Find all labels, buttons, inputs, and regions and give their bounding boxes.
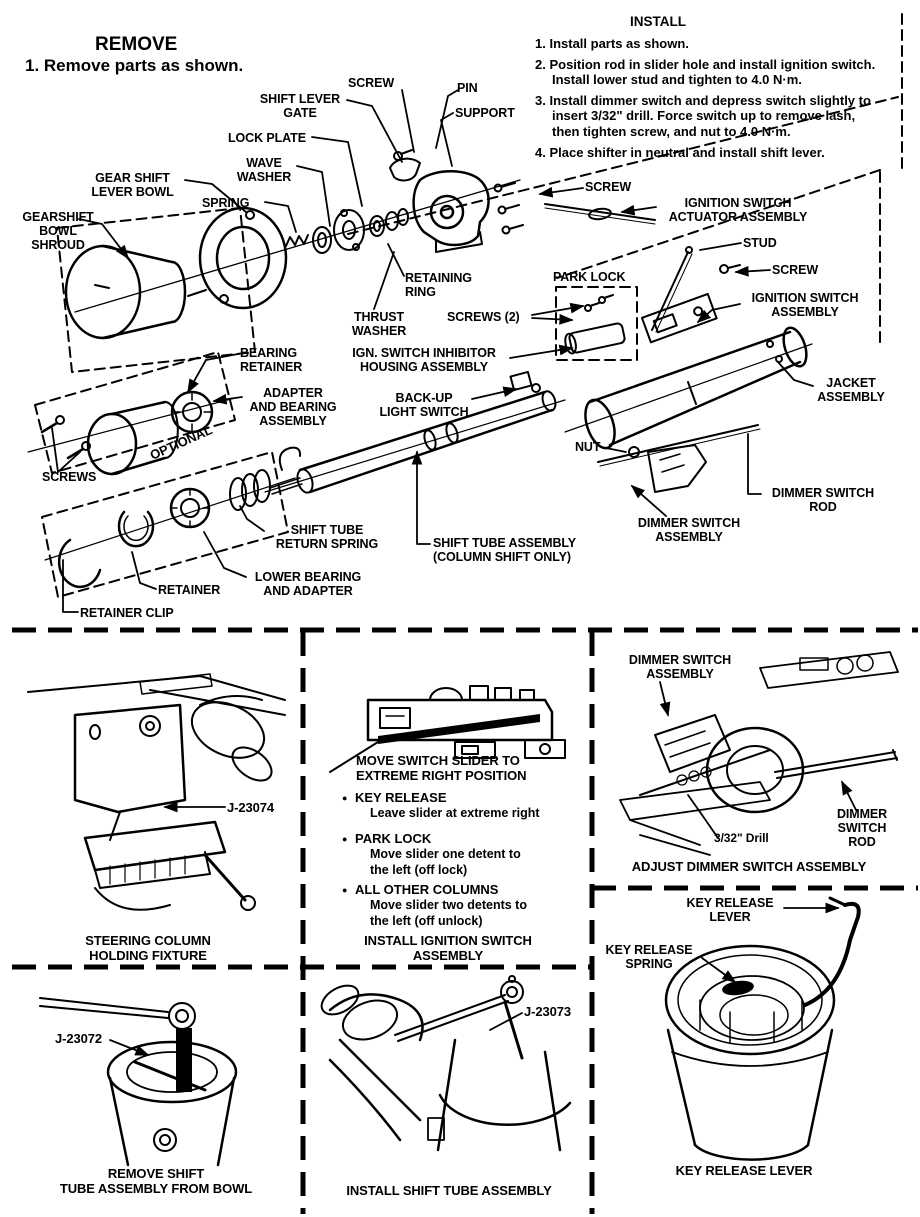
bowl-drawing (187, 206, 288, 310)
caption-install-ignition: INSTALL IGNITION SWITCH ASSEMBLY (364, 933, 532, 963)
label-lower-bearing-and-adapter: LOWER BEARING AND ADAPTER (254, 570, 362, 598)
label-bearing-retainer: BEARING RETAINER (240, 346, 303, 374)
remove-shift-tube-art (39, 997, 238, 1167)
support-drawing (412, 170, 490, 253)
shroud-drawing (64, 244, 187, 340)
label-nut: NUT (575, 440, 601, 454)
label-gear-shift-lever-bowl: GEAR SHIFT LEVER BOWL (91, 171, 174, 199)
label-shift-lever-gate: SHIFT LEVER GATE (259, 92, 341, 120)
label-ign-switch-inhibitor: IGN. SWITCH INHIBITOR HOUSING ASSEMBLY (352, 346, 496, 374)
label-thrust-washer: THRUST WASHER (351, 310, 407, 338)
thrust-washer-drawing (369, 208, 409, 237)
label-jacket-assembly: JACKET ASSEMBLY (817, 376, 885, 404)
label-support: SUPPORT (455, 106, 515, 120)
caption-install-shift-tube: INSTALL SHIFT TUBE ASSEMBLY (346, 1183, 552, 1198)
key-release-art (664, 896, 861, 1161)
label-ignition-switch-actuator: IGNITION SWITCH ACTUATOR ASSEMBLY (668, 196, 808, 224)
actuator-rod-drawing (544, 203, 656, 225)
label-gearshift-bowl-shroud: GEARSHIFT BOWL SHROUD (22, 210, 94, 252)
caption-key-release-lever: KEY RELEASE LEVER (675, 1163, 813, 1178)
park-lock-box (555, 286, 638, 361)
label-shift-tube-assembly: SHIFT TUBE ASSEMBLY (COLUMN SHIFT ONLY) (433, 536, 577, 564)
dimmer-rod-drawing (597, 424, 761, 467)
bullet-key-release-detail: Leave slider at extreme right (370, 806, 540, 820)
label-pin: PIN (457, 81, 478, 95)
label-panel-dimmer-assembly: DIMMER SWITCH ASSEMBLY (628, 653, 732, 681)
bullet-park-lock-detail: Move slider one detent to the left (off … (370, 847, 521, 877)
label-stud: STUD (743, 236, 777, 250)
label-ignition-switch-assembly: IGNITION SWITCH ASSEMBLY (751, 291, 859, 319)
lock-plate-drawing (333, 209, 365, 251)
adjust-dimmer-art (619, 651, 899, 856)
install-title: INSTALL (630, 14, 686, 29)
park-lock-drawing (564, 294, 626, 355)
nut-drawing (628, 446, 640, 458)
bullet-icon: ● (342, 834, 348, 844)
bullet-all-other-columns: ●ALL OTHER COLUMNS (342, 882, 499, 897)
label-shift-tube-return-spring: SHIFT TUBE RETURN SPRING (275, 523, 379, 551)
wave-washer-drawing (312, 226, 332, 254)
shift-tube-drawing (269, 390, 557, 495)
support-screws-drawing (493, 182, 524, 235)
label-screw-ignition: SCREW (772, 263, 819, 277)
label-screws-2: SCREWS (2) (447, 310, 520, 324)
remove-step: 1. Remove parts as shown. (25, 56, 244, 75)
label-wave-washer: WAVE WASHER (236, 156, 292, 184)
label-key-release-lever: KEY RELEASE LEVER (686, 896, 774, 924)
caption-adjust-dimmer: ADJUST DIMMER SWITCH ASSEMBLY (631, 859, 867, 874)
jacket-assembly-drawing (584, 326, 808, 450)
install-step-1: 1. Install parts as shown. (535, 36, 689, 51)
ignition-screw-drawing (719, 264, 741, 274)
lower-bearing-drawing (169, 487, 211, 529)
label-dimmer-switch-assembly: DIMMER SWITCH ASSEMBLY (637, 516, 741, 544)
label-retainer: RETAINER (158, 583, 221, 597)
label-lock-plate: LOCK PLATE (228, 131, 306, 145)
exploded-column-diagram (27, 13, 903, 613)
bullet-icon: ● (342, 885, 348, 895)
holding-fixture-art (27, 673, 286, 911)
return-spring-drawing (229, 469, 271, 511)
label-panel-dimmer-rod: DIMMER SWITCH ROD (836, 807, 888, 849)
remove-title: REMOVE (95, 34, 178, 55)
install-step-2: 2. Position rod in slider hole and insta… (535, 56, 876, 88)
label-dimmer-switch-rod: DIMMER SWITCH ROD (771, 486, 875, 514)
label-screw-actuator: SCREW (585, 180, 632, 194)
bullet-key-release: ●KEY RELEASE (342, 790, 447, 805)
caption-remove-shift-tube: REMOVE SHIFT TUBE ASSEMBLY FROM BOWL (59, 1166, 253, 1196)
label-screw-top: SCREW (348, 76, 395, 90)
optional-adapter-drawing (40, 390, 214, 476)
label-j23074: J-23074 (227, 800, 275, 815)
label-slider-note: MOVE SWITCH SLIDER TO EXTREME RIGHT POSI… (356, 753, 527, 783)
label-spring: SPRING (202, 196, 250, 210)
caption-holding-fixture: STEERING COLUMN HOLDING FIXTURE (85, 933, 211, 963)
retainer-drawing (117, 510, 155, 548)
label-back-up-light-switch: BACK-UP LIGHT SWITCH (379, 391, 469, 419)
backup-switch-drawing (509, 370, 541, 393)
install-step-4: 4. Place shifter in neutral and install … (535, 144, 825, 160)
install-steps: 1. Install parts as shown. 2. Position r… (535, 36, 915, 165)
label-park-lock: PARK LOCK (553, 270, 626, 284)
install-shift-tube-art (320, 975, 572, 1152)
label-key-release-spring: KEY RELEASE SPRING (605, 943, 693, 971)
shift-lever-gate-drawing (389, 149, 421, 182)
leader-lines (51, 89, 814, 613)
bullet-park-lock: ●PARK LOCK (342, 831, 432, 846)
label-j23073: J-23073 (524, 1004, 572, 1019)
label-retainer-clip: RETAINER CLIP (80, 606, 174, 620)
label-drill: 3/32" Drill (714, 831, 769, 845)
ignition-switch-art (329, 685, 566, 773)
label-j23072: J-23072 (55, 1031, 103, 1046)
retainer-clip-drawing (57, 538, 102, 589)
ignition-switch-assembly-drawing (640, 292, 718, 344)
bullet-all-other-columns-detail: Move slider two detents to the left (off… (370, 898, 527, 928)
dimmer-assembly-drawing (647, 444, 707, 493)
bullet-icon: ● (342, 793, 348, 803)
spring-drawing (285, 234, 309, 247)
label-screws: SCREWS (42, 470, 97, 484)
install-step-3: 3. Install dimmer switch and depress swi… (535, 92, 871, 139)
label-adapter-and-bearing: ADAPTER AND BEARING ASSEMBLY (249, 386, 337, 428)
panel-dividers (12, 627, 918, 1214)
label-retaining-ring: RETAINING RING (405, 271, 472, 299)
